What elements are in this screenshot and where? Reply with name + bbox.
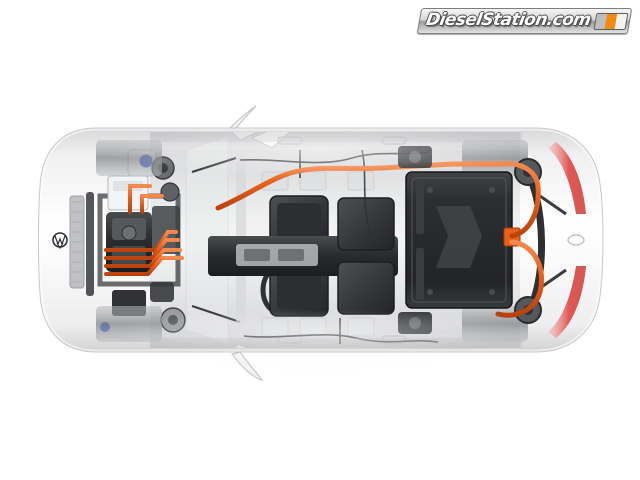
electric-motor: [106, 212, 152, 272]
watermark-text: DieselStation.com: [424, 10, 592, 30]
front-compartment: [52, 149, 186, 333]
radiator: [69, 195, 85, 289]
car-body: [36, 105, 606, 381]
hv-cable-harness: [104, 178, 184, 276]
body-edge-line: [38, 127, 604, 353]
watermark-dieselstation: DieselStation.com: [416, 8, 633, 34]
watermark-badge-icon: [593, 12, 629, 30]
watermark-plate: DieselStation.com: [416, 8, 633, 34]
left-taillight: [548, 142, 586, 214]
front-splitter-right: [231, 351, 264, 381]
tailgate-latch: [567, 234, 585, 246]
front-splitter-left: [228, 105, 257, 129]
hv-battery-pack: [405, 171, 521, 309]
right-taillight: [548, 266, 586, 338]
front-crash-bar: [86, 192, 94, 296]
air-duct: [150, 282, 174, 302]
vw-emblem: [52, 232, 68, 250]
